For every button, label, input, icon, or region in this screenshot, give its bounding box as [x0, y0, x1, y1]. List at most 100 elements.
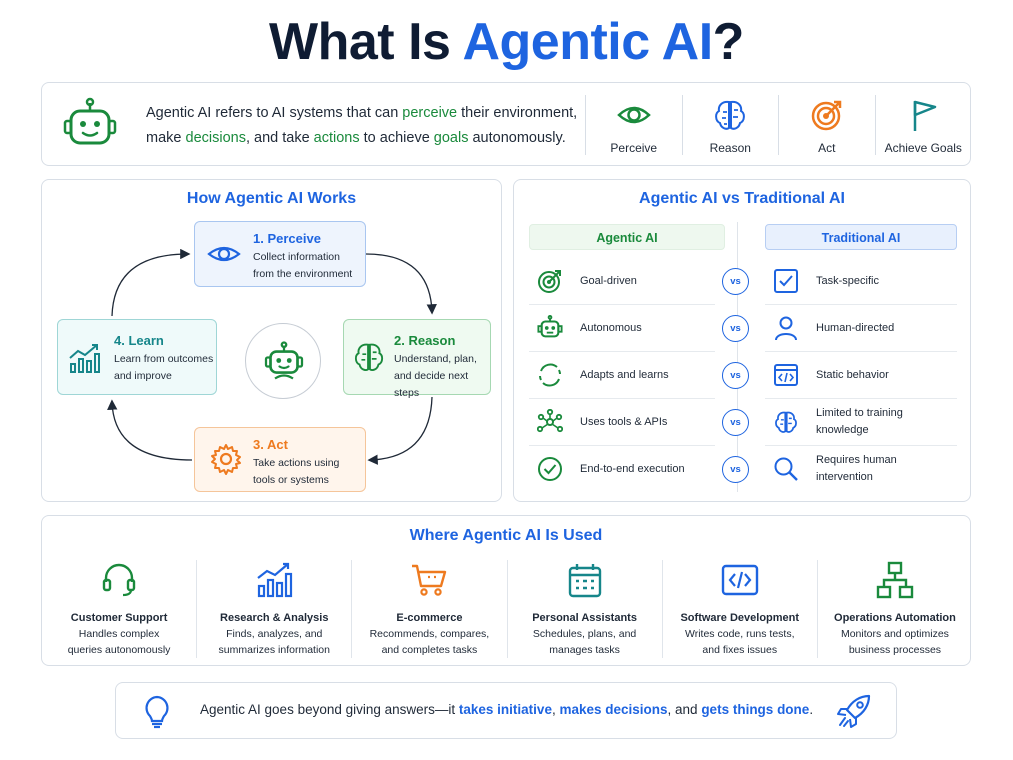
- step-reason: 2. Reason Understand, plan,and decide ne…: [343, 319, 491, 399]
- use-case-description: Recommends, compares,and completes tasks: [369, 628, 490, 656]
- intro-text-5: to achieve: [359, 130, 434, 146]
- brain-icon: [354, 343, 384, 371]
- rocket-icon: [837, 694, 871, 728]
- intro-text-3: make: [146, 130, 186, 146]
- intro-text-1: Agentic AI refers to AI systems that can: [146, 105, 403, 121]
- cycle-arrows: [107, 248, 437, 465]
- column-divider: [737, 222, 738, 492]
- center-robot: [245, 323, 321, 399]
- use-case-description: Writes code, runs tests,and fixes issues: [685, 628, 795, 656]
- brain-icon: [715, 100, 746, 130]
- use-case: Software Development Writes code, runs t…: [661, 560, 817, 658]
- use-case: Operations Automation Monitors and optim…: [816, 560, 972, 658]
- comparison-row: Autonomous vs Human-directed: [529, 305, 959, 352]
- column-header-traditional: Traditional AI: [765, 224, 957, 250]
- intro-text-2: their environment,: [457, 105, 578, 121]
- vs-badge: vs: [722, 315, 749, 342]
- comparison-row: Uses tools & APIs vs Limited to training…: [529, 399, 959, 446]
- use-case-title: Operations Automation: [834, 612, 956, 624]
- agentic-cell: Autonomous: [529, 305, 715, 352]
- brain-icon: [775, 411, 797, 433]
- code-icon: [721, 564, 758, 596]
- traditional-cell: Task-specific: [765, 258, 957, 305]
- traditional-label: Static behavior: [816, 369, 889, 381]
- how-it-works-card: How Agentic AI Works 1. Perceive Collect…: [41, 179, 502, 502]
- refresh-cycle-icon: [539, 363, 561, 387]
- step-title: 4. Learn: [114, 333, 164, 348]
- agentic-label: Adapts and learns: [580, 369, 669, 381]
- agentic-label: Autonomous: [580, 322, 642, 334]
- pill-goals: Achieve Goals: [874, 95, 972, 155]
- intro-description: Agentic AI refers to AI systems that can…: [146, 101, 586, 151]
- eye-icon: [207, 246, 241, 262]
- lightbulb-icon: [145, 695, 169, 729]
- use-case-title: Research & Analysis: [220, 612, 329, 624]
- agentic-label: End-to-end execution: [580, 463, 685, 475]
- agentic-label: Uses tools & APIs: [580, 416, 668, 428]
- vs-badge: vs: [722, 362, 749, 389]
- robot-icon: [264, 341, 304, 380]
- step-description: Understand, plan,and decide next steps: [394, 353, 477, 399]
- capability-pills: Perceive Reason Act Achieve G: [585, 95, 971, 155]
- intro-text-4: , and take: [245, 130, 314, 146]
- agentic-cell: End-to-end execution: [529, 446, 715, 493]
- pill-label: Achieve Goals: [884, 141, 962, 155]
- footer-banner: Agentic AI goes beyond giving answers—it…: [115, 682, 897, 739]
- use-cases-card: Where Agentic AI Is Used Customer Suppor…: [41, 515, 971, 666]
- agentic-cell: Goal-driven: [529, 258, 715, 305]
- use-case: E-commerce Recommends, compares,and comp…: [351, 560, 506, 658]
- traditional-label: Human-directed: [816, 322, 895, 334]
- headset-icon: [102, 563, 136, 597]
- magnifier-icon: [774, 457, 798, 481]
- target-icon: [811, 100, 841, 131]
- flowchart-icon: [876, 561, 914, 599]
- agentic-cell: Uses tools & APIs: [529, 399, 715, 446]
- agentic-label: Goal-driven: [580, 275, 637, 287]
- step-title: 2. Reason: [394, 333, 456, 348]
- shopping-cart-icon: [412, 564, 447, 596]
- traditional-cell: Static behavior: [765, 352, 957, 399]
- title-part1: What Is: [269, 13, 463, 71]
- intro-perceive: perceive: [402, 105, 458, 121]
- pill-perceive: Perceive: [585, 95, 682, 155]
- use-case-title: E-commerce: [396, 612, 463, 624]
- comparison-card: Agentic AI vs Traditional AI Agentic AI …: [513, 179, 971, 502]
- use-case-title: Customer Support: [70, 612, 168, 624]
- comparison-row: Adapts and learns vs Static behavior: [529, 352, 959, 399]
- eye-icon: [616, 106, 651, 124]
- checkbox-icon: [774, 269, 798, 293]
- step-title: 1. Perceive: [253, 231, 321, 246]
- flag-icon: [914, 100, 937, 131]
- use-case: Research & Analysis Finds, analyzes, and…: [196, 560, 351, 658]
- use-cases-title: Where Agentic AI Is Used: [409, 527, 603, 544]
- footer-message: Agentic AI goes beyond giving answers—it…: [200, 702, 814, 717]
- agentic-cell: Adapts and learns: [529, 352, 715, 399]
- bar-chart-icon: [257, 562, 293, 598]
- intro-card: Agentic AI refers to AI systems that can…: [41, 82, 971, 166]
- vs-badge: vs: [722, 268, 749, 295]
- calendar-icon: [568, 564, 601, 598]
- use-case-title: Personal Assistants: [532, 612, 637, 624]
- column-header-agentic: Agentic AI: [529, 224, 725, 250]
- title-part3: ?: [712, 13, 745, 71]
- vs-badge: vs: [722, 409, 749, 436]
- network-nodes-icon: [537, 409, 563, 433]
- code-window-icon: [774, 364, 798, 386]
- check-circle-icon: [538, 457, 562, 481]
- use-case-title: Software Development: [680, 612, 800, 624]
- pill-reason: Reason: [681, 95, 779, 155]
- person-icon: [775, 316, 797, 341]
- intro-actions: actions: [313, 130, 360, 146]
